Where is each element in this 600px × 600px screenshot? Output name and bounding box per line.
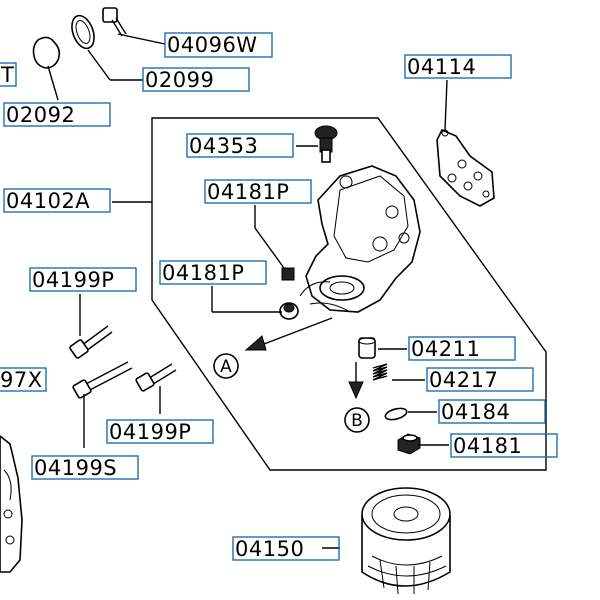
callout-04217[interactable]: 04217 xyxy=(426,367,534,392)
callout-04199s[interactable]: 04199S xyxy=(31,455,139,480)
pin-04181p-square xyxy=(281,267,295,281)
assembly-frame xyxy=(151,117,547,471)
leader-lines xyxy=(47,33,449,549)
oil-pump-housing-04102a xyxy=(299,165,421,313)
marker-a-label: A xyxy=(220,357,232,377)
callout-02092[interactable]: 02092 xyxy=(3,102,111,127)
callout-04217-label: 04217 xyxy=(429,368,498,392)
callout-04353[interactable]: 04353 xyxy=(186,133,294,158)
callout-02099[interactable]: 02099 xyxy=(142,67,250,92)
callout-04211-label: 04211 xyxy=(411,337,480,361)
callout-04181[interactable]: 04181 xyxy=(450,433,558,458)
plunger-04211 xyxy=(358,337,376,359)
callout-04199p-upper[interactable]: 04199P xyxy=(29,267,137,292)
o-ring-04184 xyxy=(384,407,408,421)
callout-02092-label: 02092 xyxy=(6,103,75,127)
callout-04181p-lower-label: 04181P xyxy=(162,261,244,285)
callout-04096w[interactable]: 04096W xyxy=(164,32,273,58)
callout-04181p-upper[interactable]: 04181P xyxy=(204,179,312,204)
adjacent-part-fragment xyxy=(0,434,23,573)
callout-04096w-label: 04096W xyxy=(167,33,258,57)
marker-b-label: B xyxy=(351,411,363,431)
callout-04199p-upper-label: 04199P xyxy=(32,268,114,292)
bolt-04096w xyxy=(102,7,127,37)
bolt-04199p-lower xyxy=(135,363,177,392)
direction-arrow-b xyxy=(348,362,364,400)
callout-02099-label: 02099 xyxy=(145,68,214,92)
plug-04181 xyxy=(397,433,421,455)
gasket-02092 xyxy=(32,36,61,69)
spring-04217 xyxy=(372,363,388,381)
callout-04199s-label: 04199S xyxy=(34,456,117,480)
callout-04102a-label: 04102A xyxy=(6,189,90,213)
callout-04114[interactable]: 04114 xyxy=(404,54,512,79)
sensor-04353 xyxy=(314,125,338,163)
marker-b: B xyxy=(344,407,370,433)
callout-04181p-lower[interactable]: 04181P xyxy=(159,260,267,285)
callout-04181p-upper-label: 04181P xyxy=(207,180,289,204)
callout-04184-label: 04184 xyxy=(441,400,510,424)
pin-04181p-round xyxy=(279,302,299,320)
callout-cut-97x[interactable]: 97X xyxy=(0,367,47,392)
callout-cut-97x-label: 97X xyxy=(0,368,43,392)
callout-04199p-lower[interactable]: 04199P xyxy=(106,419,214,444)
callout-cut-t-label: T xyxy=(0,63,14,87)
direction-arrow-a xyxy=(244,317,333,351)
oil-filter-04150 xyxy=(361,487,451,595)
callout-04150[interactable]: 04150 xyxy=(232,536,340,561)
callout-04150-label: 04150 xyxy=(235,537,304,561)
callout-04184[interactable]: 04184 xyxy=(438,399,546,424)
callout-04181-label: 04181 xyxy=(453,434,522,458)
cover-plate-04114 xyxy=(436,128,495,207)
callout-04353-label: 04353 xyxy=(189,134,258,158)
callout-04211[interactable]: 04211 xyxy=(408,336,516,361)
marker-a: A xyxy=(213,353,239,379)
callout-cut-t[interactable]: T xyxy=(0,62,17,87)
callout-04199p-lower-label: 04199P xyxy=(109,420,191,444)
bolt-04199s xyxy=(72,361,133,399)
callout-04114-label: 04114 xyxy=(407,55,476,79)
bolt-04199p-upper xyxy=(69,325,113,359)
o-ring-02099 xyxy=(71,14,95,50)
callout-04102a[interactable]: 04102A xyxy=(3,188,111,213)
